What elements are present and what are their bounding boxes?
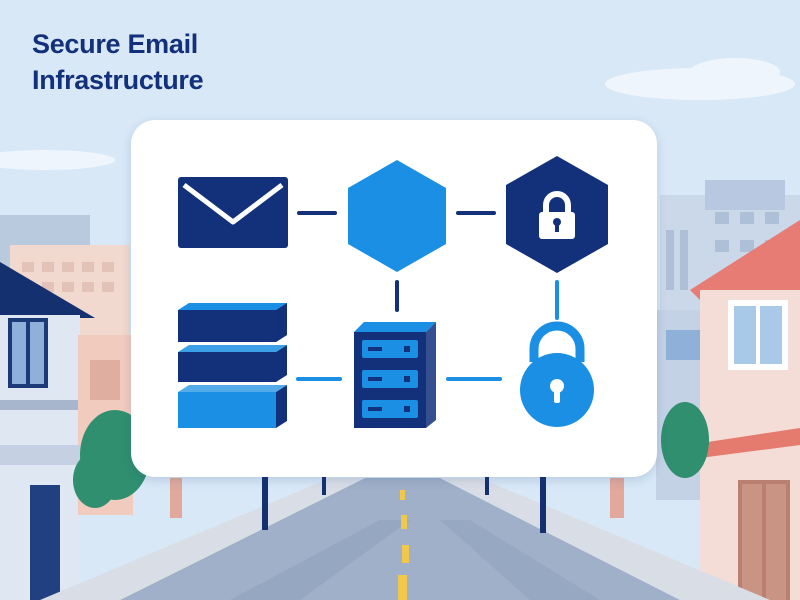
hexagon-lock-icon xyxy=(506,156,608,273)
trees-right xyxy=(661,402,709,478)
title-line-2: Infrastructure xyxy=(32,65,204,95)
database-stack-icon xyxy=(178,303,287,428)
page-title: Secure Email Infrastructure xyxy=(32,26,204,98)
buildings-right xyxy=(656,180,800,600)
sign-posts xyxy=(262,475,546,533)
hexagon-icon xyxy=(348,160,446,272)
clouds xyxy=(0,58,795,170)
connectors-blue xyxy=(296,280,559,381)
envelope-icon xyxy=(178,177,288,248)
street xyxy=(40,478,770,600)
padlock-icon xyxy=(520,321,594,427)
title-line-1: Secure Email xyxy=(32,29,198,59)
server-rack-icon xyxy=(354,322,436,428)
connectors-navy xyxy=(297,211,496,312)
